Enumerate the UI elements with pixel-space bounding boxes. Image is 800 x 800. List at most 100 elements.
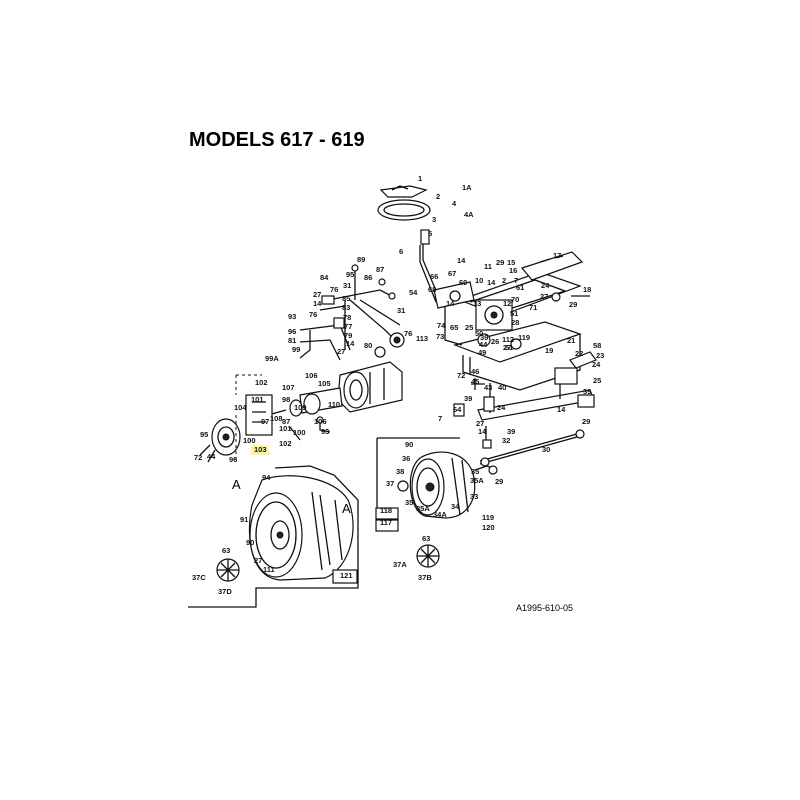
callout-c15: 15 [507,258,515,267]
boxed-label-b117: 117 [380,518,392,527]
callout-c33: 33 [470,492,478,501]
callout-c32: 32 [502,436,510,445]
frame-assembly [433,251,597,467]
callout-c45: 45 [471,377,479,386]
callout-c37d: 37D [218,587,232,596]
callout-c7a: 7 [514,276,518,285]
highlight-103 [251,445,269,455]
detail-marker-a-wheel: A [342,501,351,516]
callout-c68: 68 [428,285,436,294]
callout-c61: 61 [516,283,524,292]
callout-c108: 108 [270,414,283,423]
callout-c112: 112 [502,335,514,344]
callout-c73: 73 [436,332,444,341]
rear-wheel-detail [188,465,359,608]
callout-c29b: 29 [569,300,577,309]
callout-c29a: 29 [496,258,504,267]
callout-c14a: 14 [457,256,466,265]
callout-c27d: 27 [313,290,321,299]
callout-c86: 86 [364,273,372,282]
callout-c44b: 44 [207,452,216,461]
callout-c100b: 100 [293,428,306,437]
callout-c74: 74 [437,321,446,330]
callout-c72b: 72 [194,453,202,462]
callout-c1a: 1A [462,183,472,192]
callout-c94: 94 [262,473,271,482]
callout-c71: 71 [529,303,537,312]
hub-cap-rear [216,558,240,582]
callout-c93: 93 [288,312,296,321]
callout-c110: 110 [328,400,340,409]
callout-c102b: 102 [279,439,292,448]
callout-c91: 91 [240,515,248,524]
callout-c97: 97 [261,417,269,426]
callout-103: 103 [254,445,267,454]
callout-c63a: 63 [222,546,230,555]
callout-c99: 99 [292,345,300,354]
callout-c66: 66 [430,272,438,281]
callout-c16: 16 [509,266,517,275]
detail-marker-a: A [232,477,241,492]
callout-c31b: 31 [397,306,405,315]
callout-c90: 90 [405,440,413,449]
callout-c39a: 39 [480,333,488,342]
callout-c28: 28 [511,318,519,327]
boxed-label-b121: 121 [340,571,353,580]
callout-c36: 36 [402,454,410,463]
callout-c18: 18 [583,285,591,294]
callout-c21: 21 [567,336,575,345]
callout-c113: 113 [416,334,428,343]
steering-assembly [377,185,441,303]
callout-c3: 3 [432,215,436,224]
callout-c25b: 25 [593,376,601,385]
callout-c23: 23 [596,351,604,360]
callout-c27b: 27 [503,343,511,352]
callout-c120: 120 [482,523,495,532]
callout-c4a: 4A [464,210,474,219]
callout-c38: 38 [396,467,404,476]
callout-c6: 6 [399,247,403,256]
callout-c65: 65 [450,323,458,332]
callout-c58: 58 [593,341,601,350]
callout-c46: 46 [471,367,479,376]
callout-c25a: 25 [465,323,473,332]
callout-c101b: 101 [279,424,292,433]
callout-c89: 89 [357,255,365,264]
callout-c105: 105 [318,379,331,388]
callout-c72a: 72 [457,371,465,380]
callout-c5: 5 [428,229,432,238]
callout-c39c: 39 [583,387,591,396]
callout-c39b: 39 [464,394,472,403]
callout-c93b: 93 [321,427,329,436]
callout-c76c: 76 [404,329,412,338]
callout-c27e: 27 [337,347,345,356]
callout-c2b: 2 [502,276,506,285]
callout-c107: 107 [282,383,295,392]
callout-c22: 22 [575,349,583,358]
callout-c106b: 106 [314,417,327,426]
callout-c35a1: 35A [416,504,430,513]
callout-c96: 96 [288,327,296,336]
callout-c14c: 14 [446,299,455,308]
callout-c102a: 102 [255,378,268,387]
callout-c17: 17 [553,251,561,260]
callout-c84: 84 [320,273,329,282]
callout-c100a: 100 [243,436,256,445]
drawing-number: A1995-610-05 [516,603,573,613]
callout-c31a: 31 [343,281,351,290]
callout-c37c: 37C [192,573,206,582]
callout-c24c: 24 [497,403,506,412]
callout-c29c: 29 [582,417,590,426]
callout-c30: 30 [542,445,550,454]
callout-c37b: 37B [418,573,432,582]
callout-c14e: 14 [478,427,487,436]
callout-c109: 109 [294,403,307,412]
callout-c44a: 44 [479,340,488,349]
callout-c79: 79 [344,331,352,340]
page-title: MODELS 617 - 619 [189,129,365,151]
callout-c87: 87 [376,265,384,274]
callout-c35: 35 [471,467,479,476]
callout-c99a: 99A [265,354,279,363]
